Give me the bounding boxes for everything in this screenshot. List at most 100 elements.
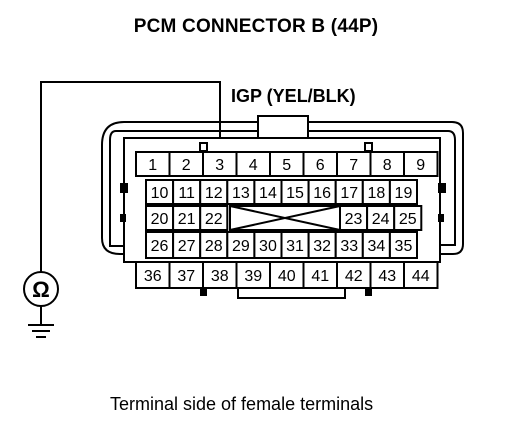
terminal-number: 3 [215,157,224,174]
terminal-number: 18 [367,185,385,202]
terminal-number: 22 [205,211,223,228]
terminal-cell [361,179,391,205]
terminal-37: 37 [168,261,204,289]
terminal-number: 23 [345,211,363,228]
terminal-number: 27 [178,238,196,255]
terminal-29: 29 [226,231,256,259]
terminal-number: 12 [205,185,223,202]
terminal-number: 17 [340,185,358,202]
terminal-7: 7 [336,151,372,177]
terminal-32: 32 [307,231,337,259]
terminal-31: 31 [280,231,310,259]
terminal-number: 5 [282,157,291,174]
ground-icon [28,306,54,338]
terminal-12: 12 [199,179,229,205]
terminal-number: 7 [349,157,358,174]
terminal-23: 23 [339,205,369,231]
terminal-39: 39 [235,261,271,289]
blank-cavity-area [229,205,341,231]
terminal-number: 20 [151,211,169,228]
terminal-number: 26 [151,238,169,255]
terminal-21: 21 [172,205,202,231]
terminal-number: 40 [278,268,296,285]
terminal-cell [135,261,171,289]
terminal-30: 30 [253,231,283,259]
terminal-number: 13 [232,185,250,202]
terminal-cell [361,231,391,259]
terminal-number: 28 [205,238,223,255]
terminal-number: 14 [259,185,277,202]
terminal-18: 18 [361,179,391,205]
terminal-number: 35 [395,238,413,255]
terminal-cell [388,231,418,259]
terminal-number: 2 [182,157,191,174]
terminal-cell [388,179,418,205]
terminal-cell [302,261,338,289]
wire-label: IGP (YEL/BLK) [231,86,356,106]
ohm-symbol: Ω [32,277,50,302]
terminal-cell [172,231,202,259]
terminal-cell [226,179,256,205]
terminal-34: 34 [361,231,391,259]
terminal-number: 15 [286,185,304,202]
terminal-40: 40 [269,261,305,289]
terminal-cell [403,261,439,289]
terminal-cell [393,205,423,231]
terminal-number: 1 [148,157,157,174]
terminal-33: 33 [334,231,364,259]
terminal-16: 16 [307,179,337,205]
terminal-5: 5 [269,151,305,177]
terminal-cell [280,231,310,259]
terminal-35: 35 [388,231,418,259]
terminal-number: 39 [244,268,262,285]
terminal-number: 16 [313,185,331,202]
terminal-1: 1 [135,151,171,177]
terminal-number: 41 [311,268,329,285]
terminal-3: 3 [202,151,238,177]
terminal-20: 20 [145,205,175,231]
terminal-6: 6 [302,151,338,177]
terminal-26: 26 [145,231,175,259]
terminal-17: 17 [334,179,364,205]
ohmmeter-icon: Ω [23,271,59,307]
terminal-cell [202,151,238,177]
terminal-42: 42 [336,261,372,289]
terminal-number: 34 [367,238,385,255]
terminal-number: 30 [259,238,277,255]
terminal-38: 38 [202,261,238,289]
terminal-cell [235,151,271,177]
terminal-19: 19 [388,179,418,205]
terminal-number: 37 [177,268,195,285]
terminal-number: 36 [144,268,162,285]
terminal-25: 25 [393,205,423,231]
terminal-8: 8 [369,151,405,177]
terminal-2: 2 [168,151,204,177]
terminal-number: 43 [378,268,396,285]
terminal-number: 42 [345,268,363,285]
terminal-number: 32 [313,238,331,255]
terminal-number: 8 [383,157,392,174]
terminal-cell [253,231,283,259]
terminal-cell [403,151,439,177]
terminal-41: 41 [302,261,338,289]
terminal-22: 22 [199,205,229,231]
terminal-cell [235,261,271,289]
terminal-number: 25 [399,211,417,228]
terminal-number: 11 [178,185,195,202]
terminal-10: 10 [145,179,175,205]
terminal-number: 29 [232,238,250,255]
terminal-number: 19 [395,185,413,202]
terminal-number: 38 [211,268,229,285]
terminal-14: 14 [253,179,283,205]
test-lead-wire [40,81,221,272]
terminal-cell [269,261,305,289]
terminal-36: 36 [135,261,171,289]
terminal-cell [168,261,204,289]
terminal-9: 9 [403,151,439,177]
terminal-number: 6 [316,157,325,174]
terminal-number: 9 [416,157,425,174]
terminal-43: 43 [369,261,405,289]
terminal-15: 15 [280,179,310,205]
